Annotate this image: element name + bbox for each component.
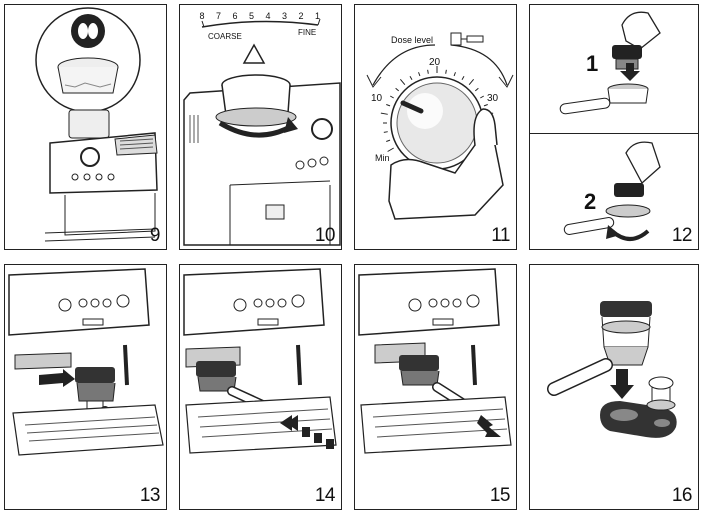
grinder-illustration	[35, 7, 158, 242]
dial-tick	[427, 69, 429, 74]
step-number: 15	[489, 485, 511, 506]
insert-arrow	[39, 369, 75, 387]
step-number: 13	[139, 485, 161, 506]
grind-scale-number: 8	[199, 11, 204, 21]
dial-tick	[453, 72, 456, 77]
step-number: 9	[149, 225, 161, 246]
dose-level-label: Dose level	[391, 35, 433, 45]
lock-arrow	[477, 415, 501, 437]
panel-15: 15	[354, 264, 517, 510]
grind-scale-number: 1	[315, 11, 320, 21]
grind-size-illustration: 8 7 6 5 4 3 2 1 COARSE FINE	[183, 11, 341, 246]
panel-11: Dose level 10 20 30 Min 4 11	[354, 4, 517, 250]
dial-tick	[468, 79, 475, 86]
dial-tick	[395, 87, 400, 92]
insert-portafilter-illustration	[8, 268, 164, 456]
panel-12: 1 2 12	[529, 4, 699, 250]
dial-tick	[461, 75, 465, 80]
dial-value-10: 10	[371, 93, 383, 104]
dial-tick	[409, 75, 413, 80]
step-number: 11	[491, 225, 510, 246]
dial-tick	[418, 72, 421, 77]
grind-scale-number: 6	[232, 11, 237, 21]
grind-scale-number: 7	[216, 11, 221, 21]
fine-label: FINE	[298, 28, 316, 37]
step-number: 10	[314, 225, 336, 246]
push-arrow	[280, 415, 298, 431]
dial-tick	[389, 95, 394, 99]
step-number: 12	[671, 225, 693, 246]
dose-dial-illustration: Dose level 10 20 30 Min 4	[366, 32, 514, 220]
tamper-storage-illustration	[547, 301, 677, 438]
dial-tick	[380, 112, 388, 115]
panel-14: 14	[179, 264, 342, 510]
tamping-illustration: 1 2	[559, 11, 661, 241]
dial-pointer	[400, 100, 424, 114]
lock-portafilter-illustration	[183, 268, 337, 454]
coarse-label: COARSE	[208, 32, 242, 41]
panel-10: 8 7 6 5 4 3 2 1 COARSE FINE 10	[179, 4, 342, 250]
panel-divider	[530, 133, 698, 134]
grind-scale-number: 3	[282, 11, 287, 21]
dial-tick	[386, 139, 391, 142]
dial-tick	[474, 87, 479, 92]
dial-tick	[445, 69, 447, 74]
dial-min: Min	[375, 153, 390, 163]
dial-tick	[383, 131, 388, 133]
panel-16: 16	[529, 264, 699, 510]
dial-tick	[399, 79, 406, 86]
dial-tick	[483, 104, 488, 107]
step-number: 16	[671, 485, 693, 506]
panel-9: 9	[4, 4, 167, 250]
dial-tick	[387, 147, 394, 152]
step-number: 14	[314, 485, 336, 506]
rotate-arrow	[218, 120, 292, 138]
step-one-label: 1	[586, 51, 598, 76]
grind-scale-number: 5	[249, 11, 254, 21]
panel-13: 13	[4, 264, 167, 510]
grind-scale-number: 2	[298, 11, 303, 21]
dial-value-20: 20	[429, 57, 441, 68]
dial-tick	[480, 95, 485, 99]
step-two-label: 2	[584, 189, 596, 214]
locked-portafilter-illustration	[358, 268, 512, 454]
indicator-triangle	[242, 43, 266, 64]
dial-value-30: 30	[487, 93, 499, 104]
grind-scale-number: 4	[265, 11, 270, 21]
dial-tick	[386, 104, 391, 107]
down-arrow	[610, 369, 634, 399]
